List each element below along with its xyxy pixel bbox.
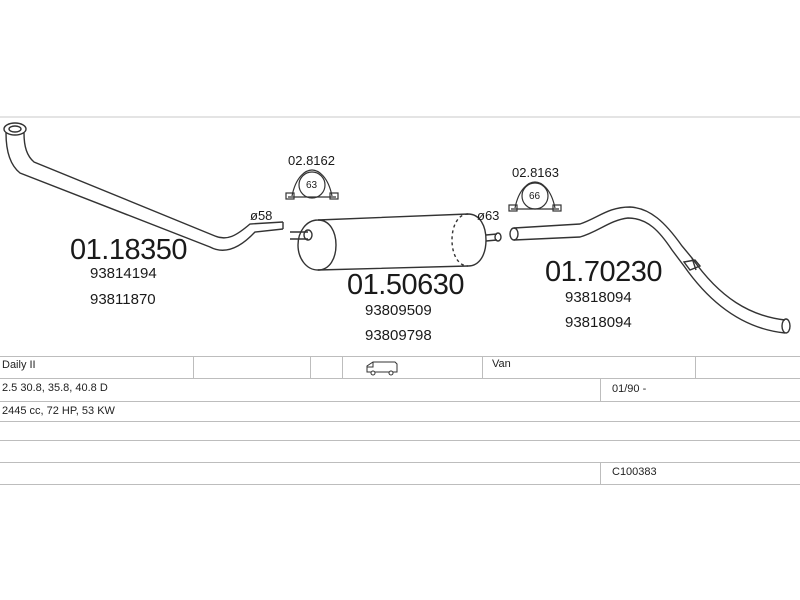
rear-diameter-label: ø63 — [477, 208, 500, 223]
table-divider — [600, 462, 601, 484]
rear-silencer-oem-2: 93818094 — [565, 314, 632, 331]
table-line — [0, 356, 800, 357]
front-pipe-oem-2: 93811870 — [90, 291, 156, 308]
table-divider — [193, 356, 194, 378]
table-line — [0, 421, 800, 422]
clamp-1-size: 63 — [306, 180, 318, 191]
middle-silencer-drawing — [290, 213, 502, 271]
front-pipe-number: 01.18350 — [70, 234, 187, 266]
vehicle-specs: 2445 cc, 72 HP, 53 KW — [2, 405, 115, 417]
table-divider — [600, 378, 601, 401]
table-line — [0, 378, 800, 379]
table-line — [0, 401, 800, 402]
table-divider — [310, 356, 311, 378]
clamp-2-drawing — [508, 181, 562, 212]
vehicle-code: C100383 — [612, 466, 657, 478]
front-pipe-flange — [3, 122, 27, 136]
vehicle-model: Daily II — [2, 359, 36, 371]
front-pipe-drawing — [3, 122, 284, 251]
table-line — [0, 462, 800, 463]
vehicle-engine: 2.5 30.8, 35.8, 40.8 D — [2, 382, 108, 394]
rear-silencer-number: 01.70230 — [545, 256, 662, 288]
table-divider — [482, 356, 483, 378]
middle-silencer-oem-1: 93809509 — [365, 302, 432, 319]
van-icon — [366, 361, 398, 376]
vehicle-body-type: Van — [492, 358, 511, 370]
rear-silencer-oem-1: 93818094 — [565, 289, 632, 306]
clamp-1-drawing — [285, 169, 339, 200]
front-diameter-label: ø58 — [250, 208, 273, 223]
vehicle-years: 01/90 - — [612, 383, 647, 395]
front-pipe-oem-1: 93814194 — [90, 265, 157, 282]
rear-pipe-drawing — [509, 206, 791, 334]
middle-silencer-oem-2: 93809798 — [365, 327, 432, 344]
middle-silencer-number: 01.50630 — [347, 269, 464, 301]
exhaust-diagram — [0, 116, 800, 334]
clamp-2-size: 66 — [529, 191, 541, 202]
clamp-2-code: 02.8163 — [512, 165, 559, 180]
table-divider — [695, 356, 696, 378]
table-line — [0, 484, 800, 485]
table-divider — [342, 356, 343, 378]
table-line — [0, 440, 800, 441]
clamp-1-code: 02.8162 — [288, 153, 335, 168]
